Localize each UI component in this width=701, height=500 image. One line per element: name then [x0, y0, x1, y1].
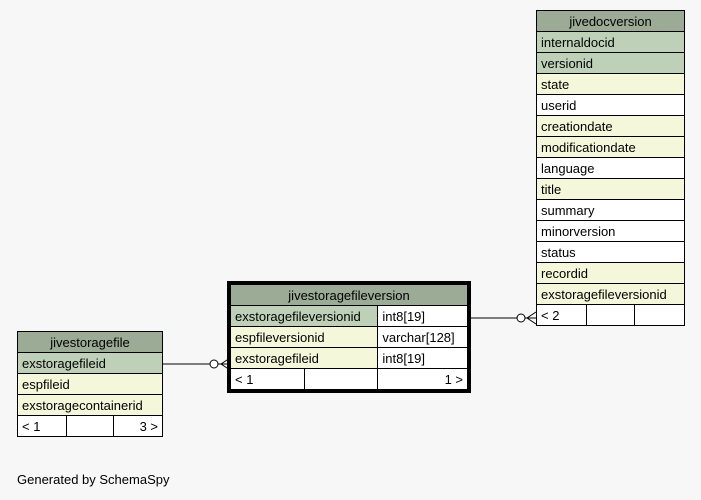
generated-by-label: Generated by SchemaSpy	[17, 472, 170, 487]
column-minorversion[interactable]: minorversion	[536, 220, 685, 242]
children-count[interactable]	[634, 304, 685, 326]
parents-count[interactable]: < 1	[230, 368, 305, 390]
column-type: int8[19]	[377, 305, 468, 327]
column-title[interactable]: title	[536, 178, 685, 200]
column-exstoragecontainerid[interactable]: exstoragecontainerid	[17, 394, 163, 416]
table-title[interactable]: jivedocversion	[536, 10, 685, 32]
column-status[interactable]: status	[536, 241, 685, 263]
column-espfileid[interactable]: espfileid	[17, 373, 163, 395]
children-count[interactable]: 1 >	[377, 368, 468, 390]
column-internaldocid[interactable]: internaldocid	[536, 31, 685, 53]
column-state[interactable]: state	[536, 73, 685, 95]
column-exstoragefileversionid[interactable]: exstoragefileversionid	[536, 283, 685, 305]
column-exstoragefileid[interactable]: exstoragefileid	[229, 347, 379, 369]
column-creationdate[interactable]: creationdate	[536, 115, 685, 137]
footer-spacer	[65, 415, 115, 437]
column-userid[interactable]: userid	[536, 94, 685, 116]
footer-spacer	[585, 304, 636, 326]
column-type: int8[19]	[377, 347, 468, 369]
column-language[interactable]: language	[536, 157, 685, 179]
table-title[interactable]: jivestoragefile	[17, 331, 163, 353]
table-jivestoragefile[interactable]: jivestoragefile exstoragefileid espfilei…	[17, 331, 163, 437]
table-title[interactable]: jivestoragefileversion	[230, 284, 468, 306]
parents-count[interactable]: < 1	[17, 415, 67, 437]
column-exstoragefileid[interactable]: exstoragefileid	[17, 352, 163, 374]
relationship-fileversion-to-storagefile	[163, 357, 231, 371]
relationship-docversion-to-fileversion	[469, 311, 537, 325]
children-count[interactable]: 3 >	[113, 415, 163, 437]
column-exstoragefileversionid[interactable]: exstoragefileversionid	[229, 305, 379, 327]
column-modificationdate[interactable]: modificationdate	[536, 136, 685, 158]
parents-count[interactable]: < 2	[536, 304, 587, 326]
column-summary[interactable]: summary	[536, 199, 685, 221]
column-espfileversionid[interactable]: espfileversionid	[229, 326, 379, 348]
table-jivedocversion[interactable]: jivedocversion internaldocid versionid s…	[536, 10, 685, 326]
column-recordid[interactable]: recordid	[536, 262, 685, 284]
footer-spacer	[303, 368, 379, 390]
table-jivestoragefileversion[interactable]: jivestoragefileversion exstoragefilevers…	[227, 281, 471, 393]
column-versionid[interactable]: versionid	[536, 52, 685, 74]
column-type: varchar[128]	[377, 326, 468, 348]
